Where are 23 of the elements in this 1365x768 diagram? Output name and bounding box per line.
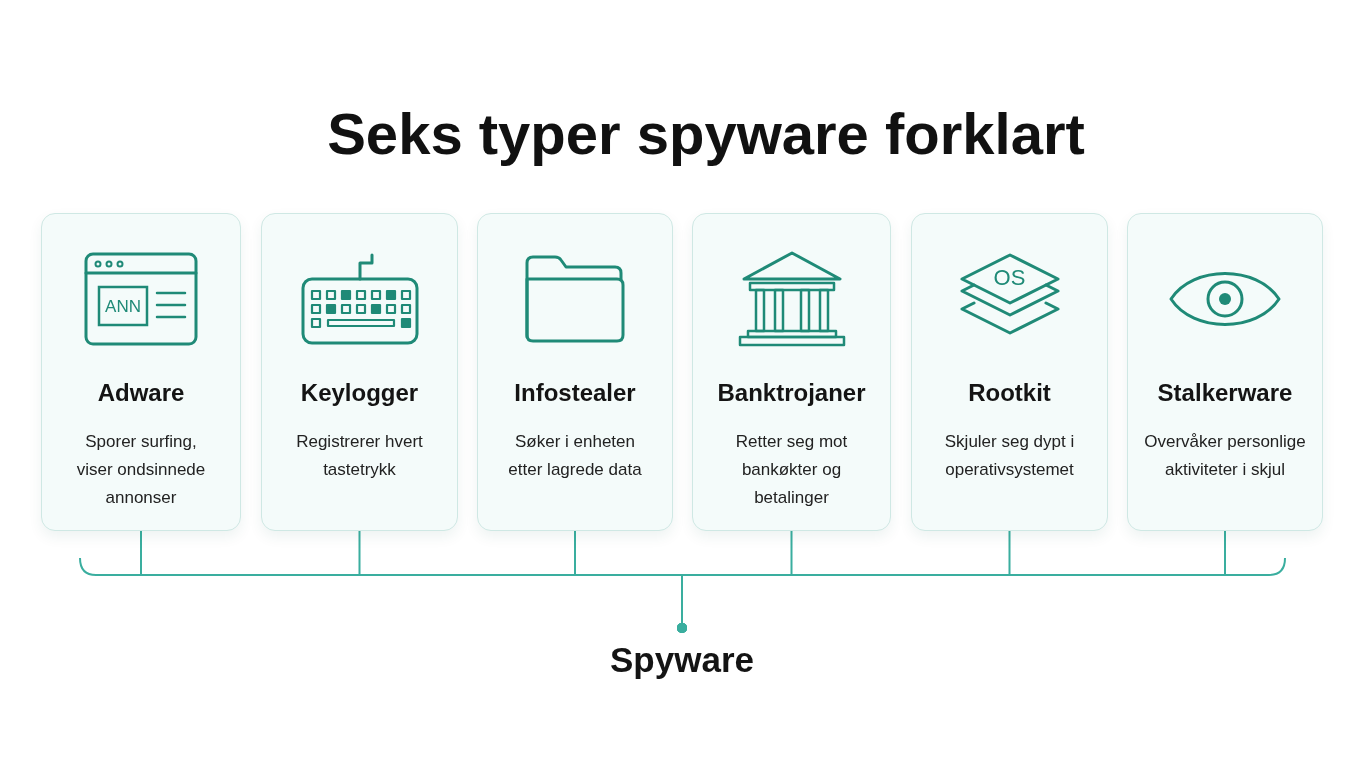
spyware-type-card bbox=[261, 213, 458, 531]
card-description: Overvåker personlige aktiviteter i skjul bbox=[1143, 431, 1307, 481]
card-description: Sporer surfing, viser ondsinnede annonser bbox=[75, 431, 207, 509]
card-heading: Banktrojaner bbox=[717, 379, 866, 407]
spyware-type-card bbox=[911, 213, 1108, 531]
spyware-type-card bbox=[692, 213, 891, 531]
spyware-type-card bbox=[41, 213, 241, 531]
card-description: Retter seg mot bankøkter og betalinger bbox=[734, 431, 849, 509]
card-description: Søker i enheten etter lagrede data bbox=[507, 431, 643, 481]
spyware-type-card bbox=[1127, 213, 1323, 531]
spyware-type-card bbox=[477, 213, 673, 531]
card-description: Registrerer hvert tastetrykk bbox=[295, 431, 424, 481]
connector-line bbox=[677, 530, 1226, 633]
icon-label: ANN bbox=[104, 295, 142, 318]
category-label: Spyware bbox=[610, 640, 754, 680]
card-heading: Stalkerware bbox=[1157, 379, 1293, 407]
card-heading: Infostealer bbox=[514, 379, 636, 407]
page-title: Seks typer spyware forklart bbox=[326, 100, 1086, 168]
card-description: Skjuler seg dypt i operativsystemet bbox=[943, 431, 1076, 481]
icon-label: OS bbox=[992, 264, 1027, 292]
card-heading: Keylogger bbox=[300, 379, 419, 407]
card-heading: Rootkit bbox=[968, 379, 1051, 407]
card-heading: Adware bbox=[97, 379, 185, 407]
